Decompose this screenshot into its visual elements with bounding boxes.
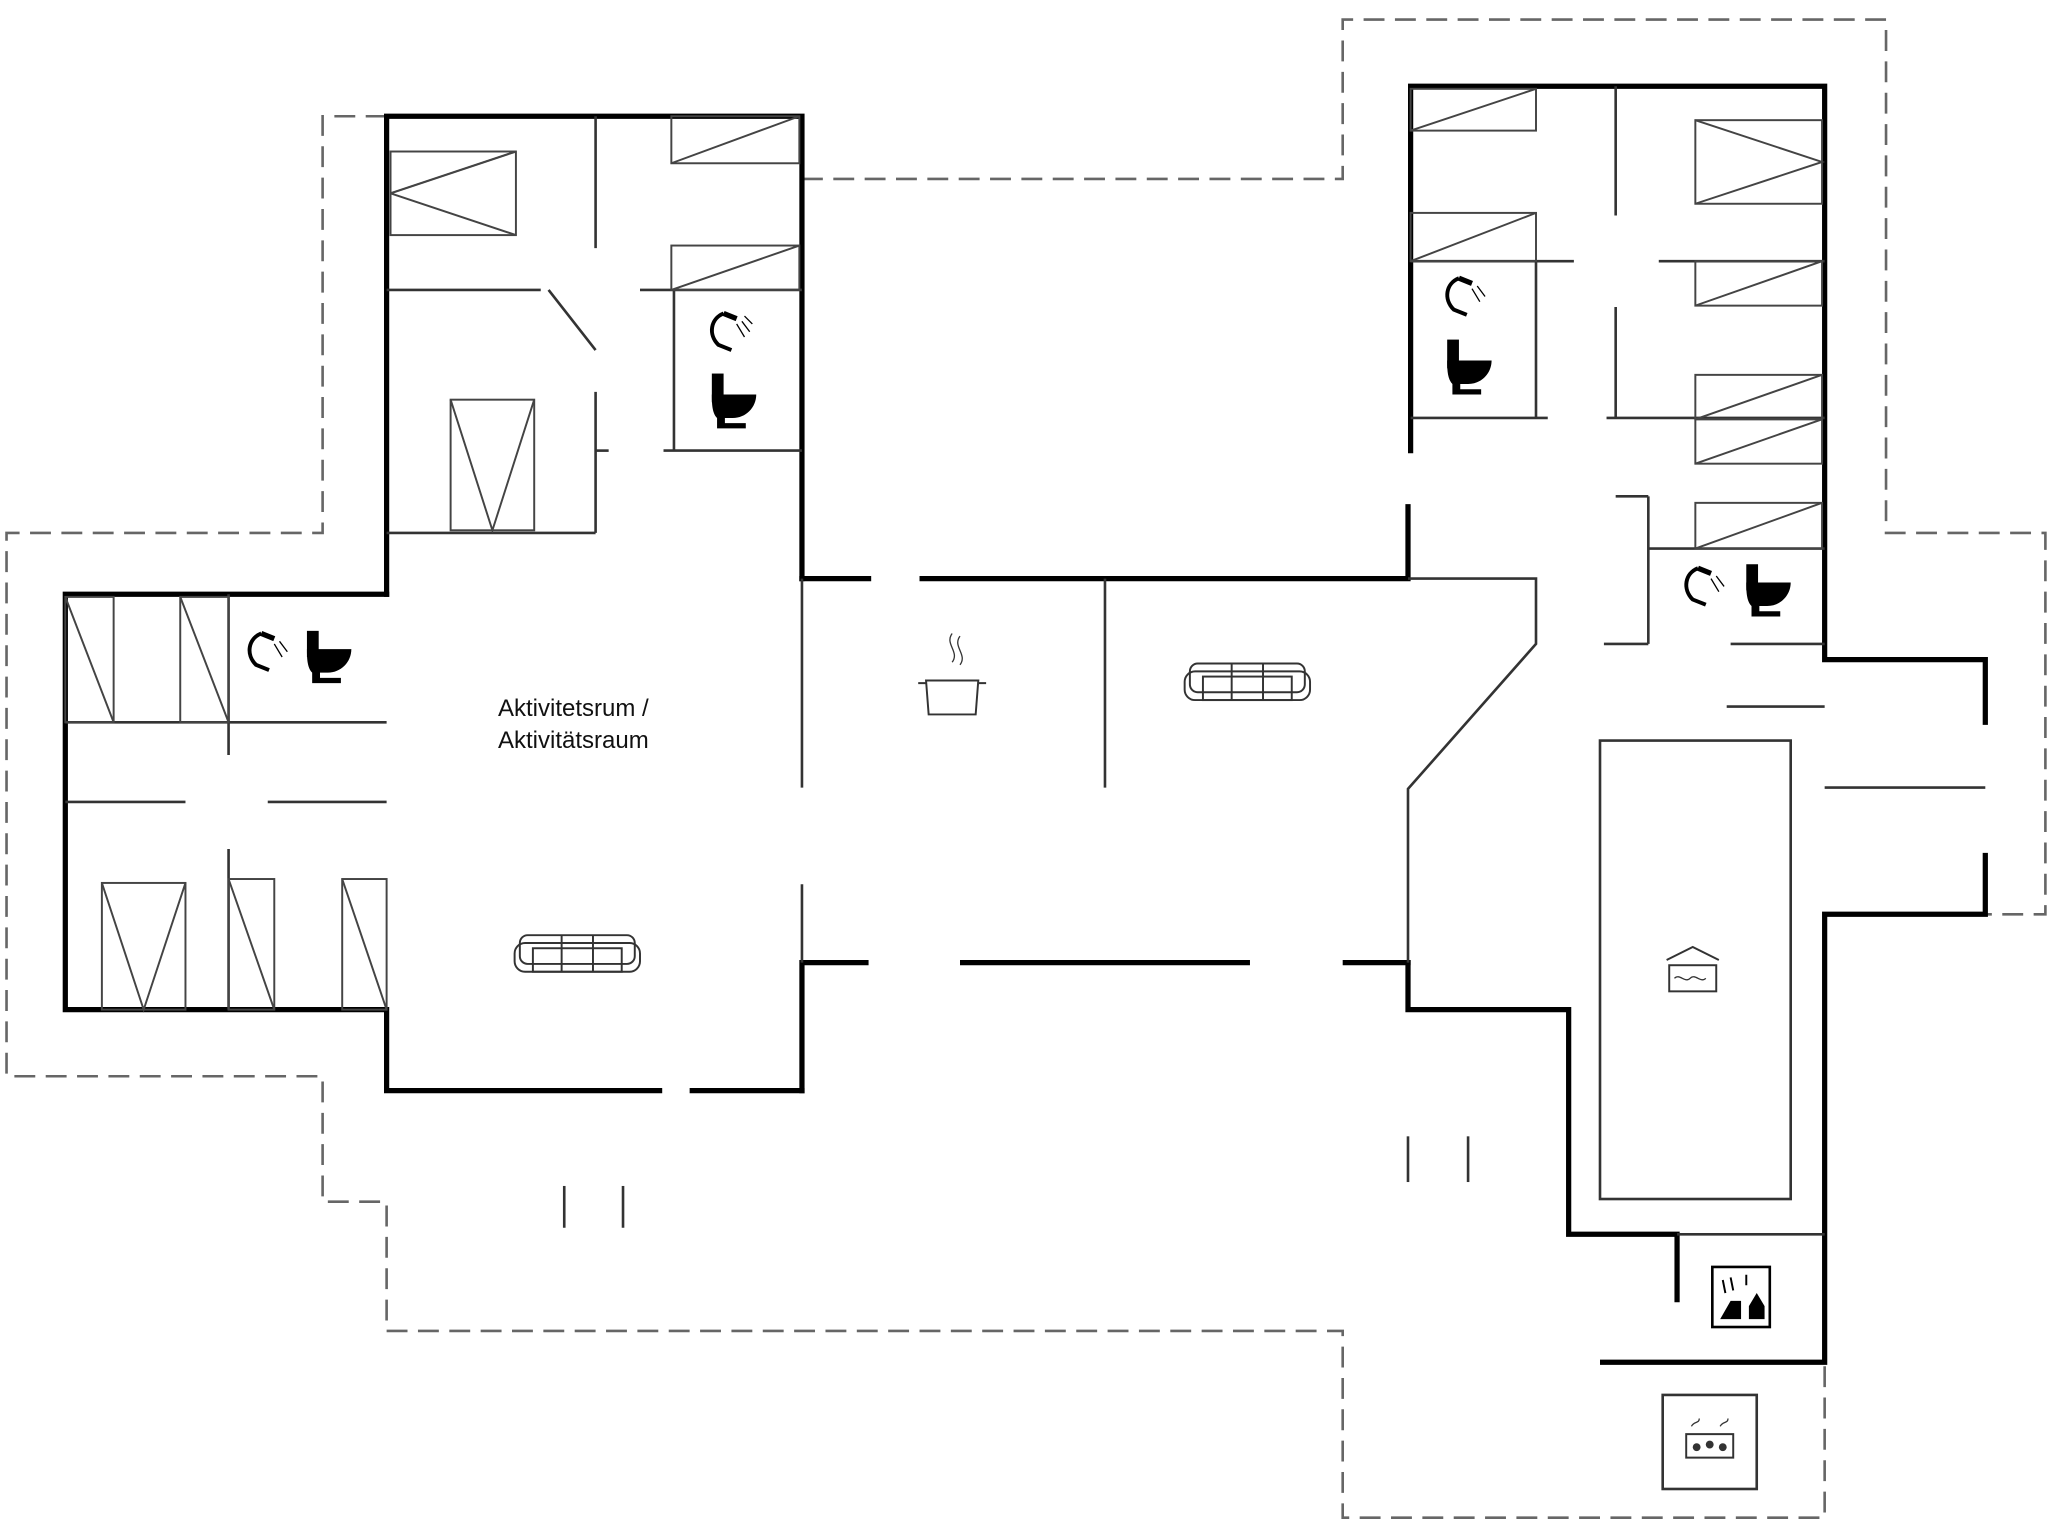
shower-icon: [710, 311, 753, 352]
toilet-icon: [1746, 564, 1791, 617]
cooking-pot-icon: [918, 633, 987, 716]
shower-icon: [1445, 275, 1486, 317]
pool-basin: [1598, 739, 1792, 1201]
sauna-icon: [1711, 1265, 1772, 1329]
shower-icon: [247, 631, 288, 672]
terrace-outline: [5, 18, 2047, 1520]
beds: [64, 87, 1826, 1013]
swimming-pool-icon: [1666, 945, 1720, 993]
interior-walls: [65, 86, 1986, 1236]
toilet-icon: [306, 630, 352, 684]
shower-icon: [1684, 565, 1725, 607]
activity-room-label: Aktivitetsrum / Aktivitätsraum: [498, 693, 649, 757]
room-label-line1: Aktivitetsrum /: [498, 695, 649, 722]
exterior-walls: [62, 83, 1988, 1365]
room-label-line2: Aktivitätsraum: [498, 727, 649, 754]
toilet-icon: [711, 373, 757, 429]
sofa-icon: [1183, 662, 1312, 702]
sofa-icon: [513, 934, 641, 973]
toilet-icon: [1447, 339, 1492, 395]
spa-whirlpool-icon: [1661, 1393, 1759, 1491]
